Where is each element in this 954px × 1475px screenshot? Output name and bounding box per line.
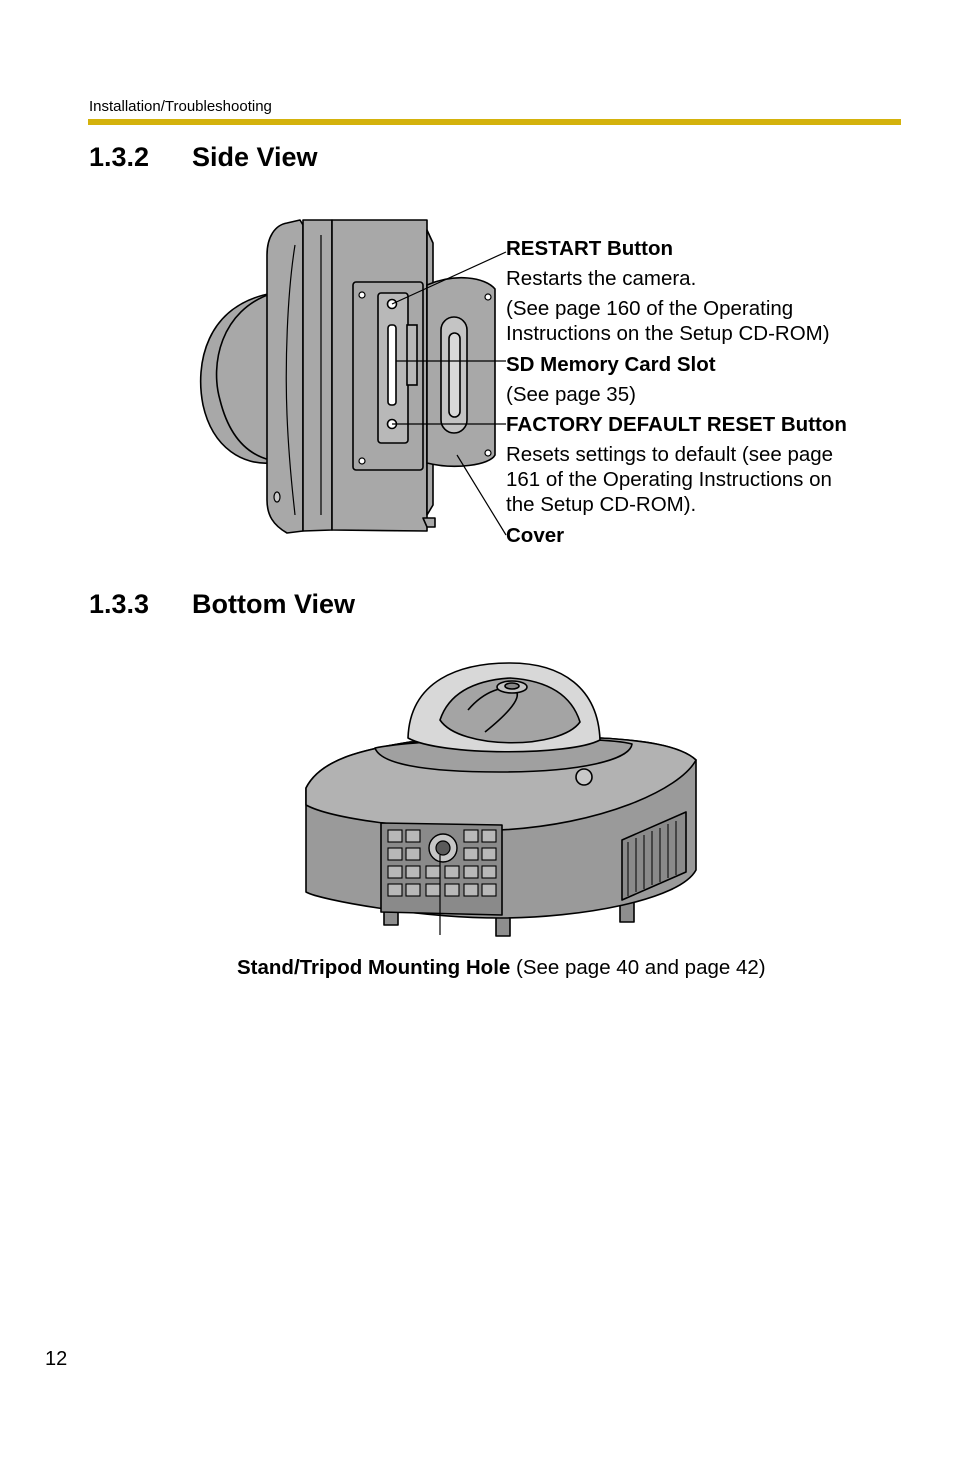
mounting-hole-label: Stand/Tripod Mounting Hole	[237, 956, 511, 979]
restart-button-description: Restarts the camera.	[506, 267, 697, 290]
factory-reset-button-label: FACTORY DEFAULT RESET Button	[506, 413, 847, 436]
restart-button-label: RESTART Button	[506, 237, 674, 260]
sd-card-slot-label: SD Memory Card Slot	[506, 353, 716, 376]
factory-desc-line2: 161 of the Operating Instructions on	[506, 468, 832, 491]
section-title: Side View	[192, 142, 318, 172]
side-view-illustration	[199, 219, 507, 536]
bottom-view-illustration	[305, 662, 697, 937]
page-number: 12	[45, 1348, 68, 1370]
header-rule	[88, 119, 901, 125]
restart-ref-line1: (See page 160 of the Operating	[506, 297, 794, 320]
running-header: Installation/Troubleshooting	[89, 98, 272, 115]
section-title: Bottom View	[192, 589, 356, 619]
section-heading-bottom-view: 1.3.3 Bottom View	[89, 589, 355, 620]
mounting-hole-caption: Stand/Tripod Mounting Hole (See page 40 …	[237, 956, 766, 980]
section-number: 1.3.3	[89, 589, 150, 619]
section-number: 1.3.2	[89, 142, 150, 172]
factory-reset-button-description: Resets settings to default (see page 161…	[506, 442, 833, 517]
factory-desc-line3: the Setup CD-ROM).	[506, 493, 697, 516]
sd-card-slot-reference: (See page 35)	[506, 383, 636, 406]
mounting-hole-reference: (See page 40 and page 42)	[510, 956, 766, 979]
restart-button-reference: (See page 160 of the Operating Instructi…	[506, 296, 830, 346]
section-heading-side-view: 1.3.2 Side View	[89, 142, 318, 173]
factory-desc-line1: Resets settings to default (see page	[506, 443, 834, 466]
cover-label: Cover	[506, 524, 565, 547]
restart-ref-line2: Instructions on the Setup CD-ROM)	[506, 322, 830, 345]
